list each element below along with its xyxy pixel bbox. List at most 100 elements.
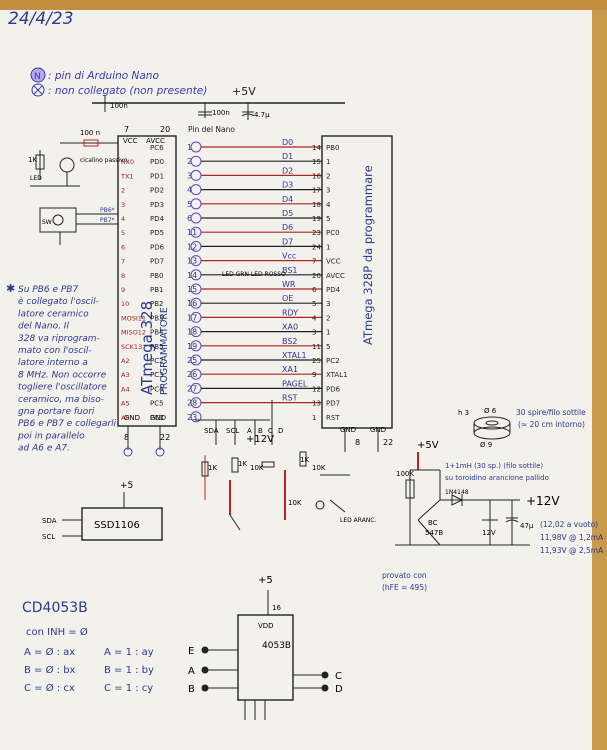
target-pin-number: 11 xyxy=(312,343,321,351)
oscillator-note-line: gna portare fuori xyxy=(18,407,95,417)
cd4053-pin-b: B xyxy=(188,684,195,695)
programmer-pin-number: 12 xyxy=(187,242,197,251)
oled-sda: SDA xyxy=(42,517,57,525)
toroid-note-2: (≈ 20 cm intorno) xyxy=(518,420,585,429)
target-pin-label: 4 xyxy=(326,201,331,209)
oscillator-note-line: PB6 e PB7 e collegarli xyxy=(18,419,117,429)
left-gnd-a: GND xyxy=(124,414,140,422)
toroid-d-in: Ø 6 xyxy=(484,407,497,415)
nano-side-label: A0 xyxy=(121,414,130,422)
nano-side-label: 10 xyxy=(121,300,129,308)
oscillator-note-line: latore interno a xyxy=(18,358,88,368)
oscillator-note-line: del Nano. Il xyxy=(18,322,69,332)
target-pin-label: 2 xyxy=(326,172,330,180)
bus-signal-label: D2 xyxy=(282,166,293,175)
programmer-pin-label: PD0 xyxy=(150,158,164,166)
oled-module xyxy=(81,507,163,541)
left-gnd-b: GND xyxy=(150,414,166,422)
r-10k-c: 10K xyxy=(312,464,326,472)
oled-name: SSD1106 xyxy=(94,520,140,531)
target-pin-label: PC2 xyxy=(326,357,340,365)
oscillator-note-line: 8 MHz. Non occorre xyxy=(18,370,107,380)
truth-a1: A = 1 : ay xyxy=(104,647,154,658)
hfe-note-1: provato con xyxy=(382,571,427,580)
target-pin-label: PB0 xyxy=(326,144,339,152)
nano-pin-symbol: N xyxy=(34,72,41,82)
cd4053-vdd: VDD xyxy=(258,622,274,630)
target-pin-label: 3 xyxy=(326,300,330,308)
target-pin-number: 12 xyxy=(312,385,321,393)
programmer-pin-number: 14 xyxy=(187,271,197,280)
programmer-pin-number: 27 xyxy=(187,384,197,393)
piezo-label: cicalino passivo xyxy=(80,157,128,164)
oscillator-note-line: 328 va riprogram- xyxy=(18,334,100,344)
target-pin-number: 13 xyxy=(312,400,321,408)
programmer-pin-number: 13 xyxy=(187,257,197,266)
programming-bus: D0D1D2D3D4D5D6D7VccBS1WROERDYXA0BS2XTAL1… xyxy=(201,138,322,404)
programmer-pin-number: 18 xyxy=(187,328,197,337)
transistor-label-2: 547B xyxy=(425,529,443,537)
left-pin22: 22 xyxy=(160,433,170,442)
r100k-label: 100K xyxy=(396,470,414,478)
cd4053-pin-a: A xyxy=(188,666,195,677)
programmer-pin-number: 11 xyxy=(187,228,197,237)
atmega-programmer-chip xyxy=(117,135,177,427)
oscillator-note-line: mato con l'oscil- xyxy=(18,346,92,356)
programmer-pin-label: PC0 xyxy=(150,414,164,422)
cap-100n-b: 100n xyxy=(212,109,230,117)
d-label: D xyxy=(278,427,283,435)
target-pin-number: 9 xyxy=(312,371,316,379)
toroid-d-out: Ø 9 xyxy=(480,441,492,449)
bus-signal-label: D0 xyxy=(282,138,293,147)
pb6-label: PB6* xyxy=(100,207,115,214)
cd4053-chip-label: 4053B xyxy=(262,641,291,651)
boost-out-label: +12V xyxy=(526,494,560,508)
cd4053-inh: con INH = Ø xyxy=(26,626,88,638)
inductor-note-2: su toroidino arancione pallido xyxy=(445,474,549,482)
target-pin-number: 23 xyxy=(312,229,321,237)
left-pin20: 20 xyxy=(160,125,170,134)
bus-signal-label: D4 xyxy=(282,195,293,204)
target-pin-label: 5 xyxy=(326,215,330,223)
truth-b1: B = 1 : by xyxy=(104,665,154,676)
programmer-pin-number: 28 xyxy=(187,399,197,408)
programmer-pin-label: PD3 xyxy=(150,201,164,209)
bus-signal-label: WR xyxy=(282,280,296,289)
r-10k-b: 10K xyxy=(288,499,302,507)
programmer-pin-number: 5 xyxy=(187,200,192,209)
oscillator-note-line: ceramico, ma biso- xyxy=(18,395,104,405)
target-pin-label: PD6 xyxy=(326,385,341,393)
r-1k-label: 1K xyxy=(28,156,37,164)
led-label: LED xyxy=(30,175,42,182)
programmer-pin-number: 4 xyxy=(187,186,192,195)
programmer-pin-number: 2 xyxy=(187,157,192,166)
meas-1: (12,02 a vuoto) xyxy=(540,520,598,529)
programmer-pin-label: PC3 xyxy=(150,371,164,379)
nano-side-label: 8 xyxy=(121,272,125,280)
target-pin-number: 6 xyxy=(312,286,317,294)
cd4053-pin-c: C xyxy=(335,671,342,682)
programmer-pin-label: PC5 xyxy=(150,400,164,408)
switch-label: SW xyxy=(42,219,52,226)
target-pin-number: 20 xyxy=(312,272,321,280)
programmer-pin-label: PC4 xyxy=(150,385,164,393)
truth-c0: C = Ø : cx xyxy=(24,682,75,694)
oscillator-note-line: ad A6 e A7. xyxy=(18,444,70,454)
programmer-pin-label: PC6 xyxy=(150,144,164,152)
boost-cap-label: 47μ xyxy=(520,522,534,530)
led-aranc-label: LED ARANC. xyxy=(340,517,376,524)
target-pin-label: VCC xyxy=(326,258,341,266)
target-pin-label: PD4 xyxy=(326,286,341,294)
oled-vcc: +5 xyxy=(120,481,133,491)
left-peripheral-circuit xyxy=(30,139,118,245)
target-pin-number: 4 xyxy=(312,314,317,322)
r-1k-a: 1K xyxy=(208,464,217,472)
target-pin-label: 3 xyxy=(326,187,330,195)
r-top-label: 100 n xyxy=(80,129,100,137)
programmer-pin-label: PD1 xyxy=(150,172,164,180)
target-chip-label: ATmega 328P da programmare xyxy=(361,165,375,345)
programmer-pin-number: 16 xyxy=(187,299,197,308)
